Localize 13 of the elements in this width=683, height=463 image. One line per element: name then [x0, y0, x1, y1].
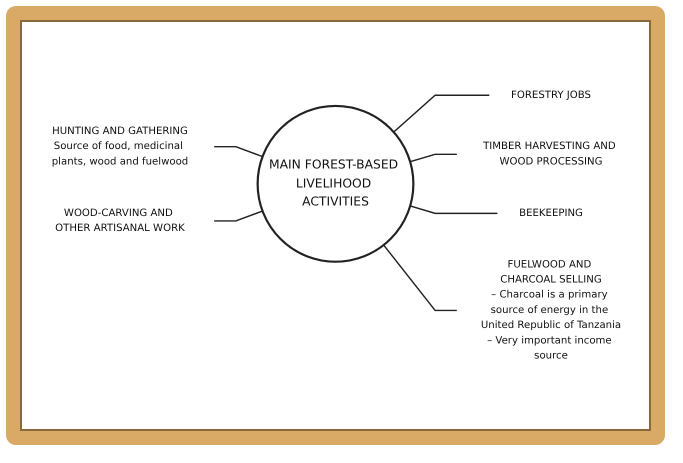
node-text: TIMBER HARVESTING AND WOOD PROCESSING [483, 140, 616, 168]
node-text: FORESTRY JOBS [511, 88, 591, 101]
connector [383, 244, 457, 311]
connector [214, 146, 263, 158]
node-text: FUELWOOD AND CHARCOAL SELLING – Charcoal is a primary source of energy in the United Republic of Tanzania – Very important income source [480, 258, 622, 362]
node-text: WOOD-CARVING AND OTHER ARTISANAL WORK [55, 207, 185, 234]
node-text: BEEKEEPING [519, 207, 583, 219]
connector [393, 94, 490, 132]
connector [214, 210, 263, 222]
node-circle: MAIN FOREST-BASED LIVELIHOOD ACTIVITIES [256, 104, 414, 263]
connector [410, 153, 457, 162]
connector [410, 205, 498, 214]
node-text: HUNTING AND GATHERING Source of food, medicinal plants, wood and fuelwood [52, 125, 188, 168]
